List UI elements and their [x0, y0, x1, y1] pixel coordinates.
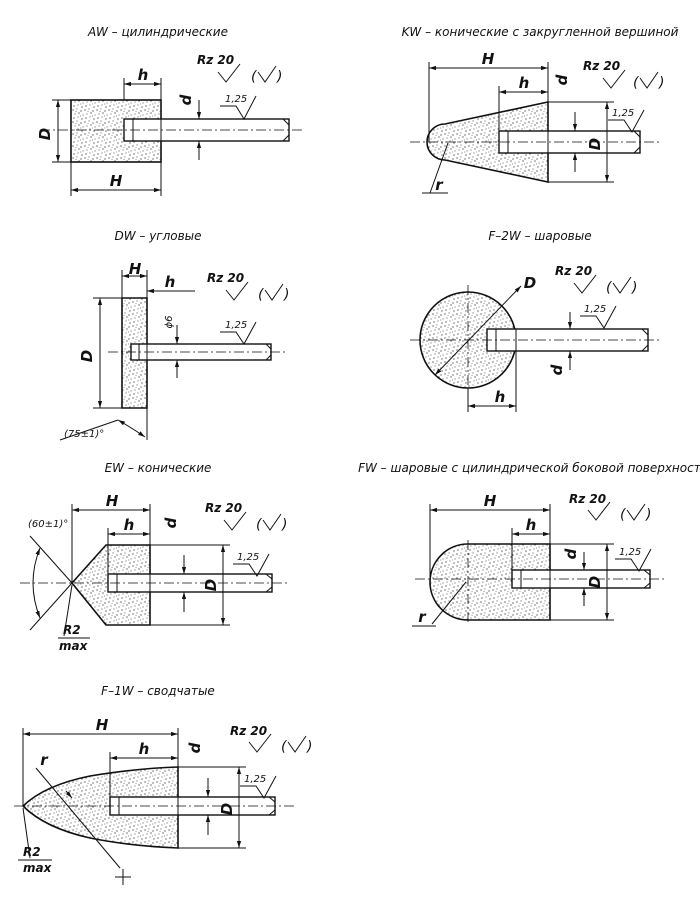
svg-text:(: (: [281, 739, 287, 755]
fw-label-r: r: [418, 608, 427, 626]
svg-text:(: (: [256, 517, 262, 533]
kw-label-r: r: [435, 176, 444, 194]
drawing-kw: KW – конические с закругленной вершиной …: [402, 25, 679, 194]
fw-ra: 1,25: [619, 547, 641, 558]
f1w-label-h: h: [139, 740, 150, 758]
ew-ra: 1,25: [237, 552, 259, 563]
title-kw: KW – конические с закругленной вершиной: [402, 25, 679, 39]
dw-rz: Rz 20: [207, 271, 244, 285]
ew-label-max: max: [59, 639, 89, 653]
dw-label-phi6: ϕ6: [164, 316, 175, 329]
drawing-f2w: F–2W – шаровые D d h Rz 20 ( ) 1,25: [410, 229, 660, 412]
kw-label-d: d: [553, 74, 571, 85]
dw-label-h: h: [165, 273, 176, 291]
svg-text:): ): [306, 739, 312, 755]
svg-text:(: (: [606, 280, 612, 296]
title-f1w: F–1W – сводчатые: [101, 684, 215, 698]
dw-label-D: D: [78, 350, 96, 362]
fw-rz: Rz 20: [569, 492, 606, 506]
svg-text:): ): [645, 507, 651, 523]
ew-label-h: h: [124, 516, 135, 534]
kw-rz: Rz 20: [583, 59, 620, 73]
f1w-label-r: r: [40, 751, 49, 769]
title-ew: EW – конические: [105, 461, 212, 475]
svg-text:(: (: [633, 75, 639, 91]
aw-rz-paren: (: [251, 69, 257, 85]
fw-label-D: D: [586, 576, 604, 588]
kw-label-h: h: [519, 74, 530, 92]
f2w-label-d: d: [548, 364, 566, 375]
fw-label-h: h: [526, 516, 537, 534]
dw-label-angle: (75±1)°: [64, 429, 104, 440]
ew-label-H: H: [106, 492, 119, 510]
title-fw: FW – шаровые с цилиндрической боковой по…: [358, 461, 700, 475]
f1w-label-d: d: [186, 742, 204, 753]
svg-text:(: (: [258, 287, 264, 303]
title-f2w: F–2W – шаровые: [488, 229, 591, 243]
aw-label-H: H: [110, 172, 123, 190]
f1w-label-H: H: [96, 716, 109, 734]
dw-ra: 1,25: [225, 320, 247, 331]
f1w-label-R2: R2: [23, 845, 41, 859]
aw-label-D: D: [36, 128, 54, 140]
kw-ra: 1,25: [612, 108, 634, 119]
aw-ra: 1,25: [225, 94, 247, 105]
svg-text:): ): [658, 75, 664, 91]
fw-label-d: d: [562, 548, 580, 559]
f2w-label-h: h: [495, 388, 506, 406]
f2w-ra: 1,25: [584, 304, 606, 315]
fw-grinding-body: [429, 543, 551, 621]
ew-rz: Rz 20: [205, 501, 242, 515]
drawing-fw: FW – шаровые с цилиндрической боковой по…: [358, 461, 700, 627]
aw-label-d: d: [177, 94, 195, 105]
kw-label-D: D: [586, 138, 604, 150]
aw-label-h: h: [138, 66, 149, 84]
f1w-ra: 1,25: [244, 774, 266, 785]
ew-label-angle: (60±1)°: [28, 519, 68, 530]
drawing-f1w: F–1W – сводчатые H h d D r R2: [14, 684, 312, 885]
fw-label-H: H: [484, 492, 497, 510]
title-dw: DW – угловые: [114, 229, 201, 243]
f1w-label-D: D: [218, 803, 236, 815]
svg-text:): ): [276, 69, 282, 85]
f2w-label-D: D: [524, 274, 536, 292]
title-aw: AW – цилиндрические: [87, 25, 228, 39]
svg-text:): ): [631, 280, 637, 296]
svg-text:(: (: [620, 507, 626, 523]
dw-label-H: H: [129, 260, 142, 278]
drawing-ew: EW – конические H h d D (60±1)° R2: [20, 461, 290, 653]
aw-rz: Rz 20: [197, 53, 234, 67]
f1w-label-max: max: [23, 861, 53, 875]
kw-label-H: H: [482, 50, 495, 68]
ew-label-D: D: [202, 579, 220, 591]
drawing-dw: DW – угловые D H h ϕ6 (75±1)° Rz 20 (: [59, 229, 289, 441]
svg-text:): ): [281, 517, 287, 533]
ew-label-d: d: [162, 517, 180, 528]
f1w-rz: Rz 20: [230, 724, 267, 738]
f2w-rz: Rz 20: [555, 264, 592, 278]
drawing-aw: AW – цилиндрические D H h d Rz 20 ( ) 1,…: [36, 25, 305, 196]
ew-label-R2: R2: [63, 623, 81, 637]
svg-text:): ): [283, 287, 289, 303]
